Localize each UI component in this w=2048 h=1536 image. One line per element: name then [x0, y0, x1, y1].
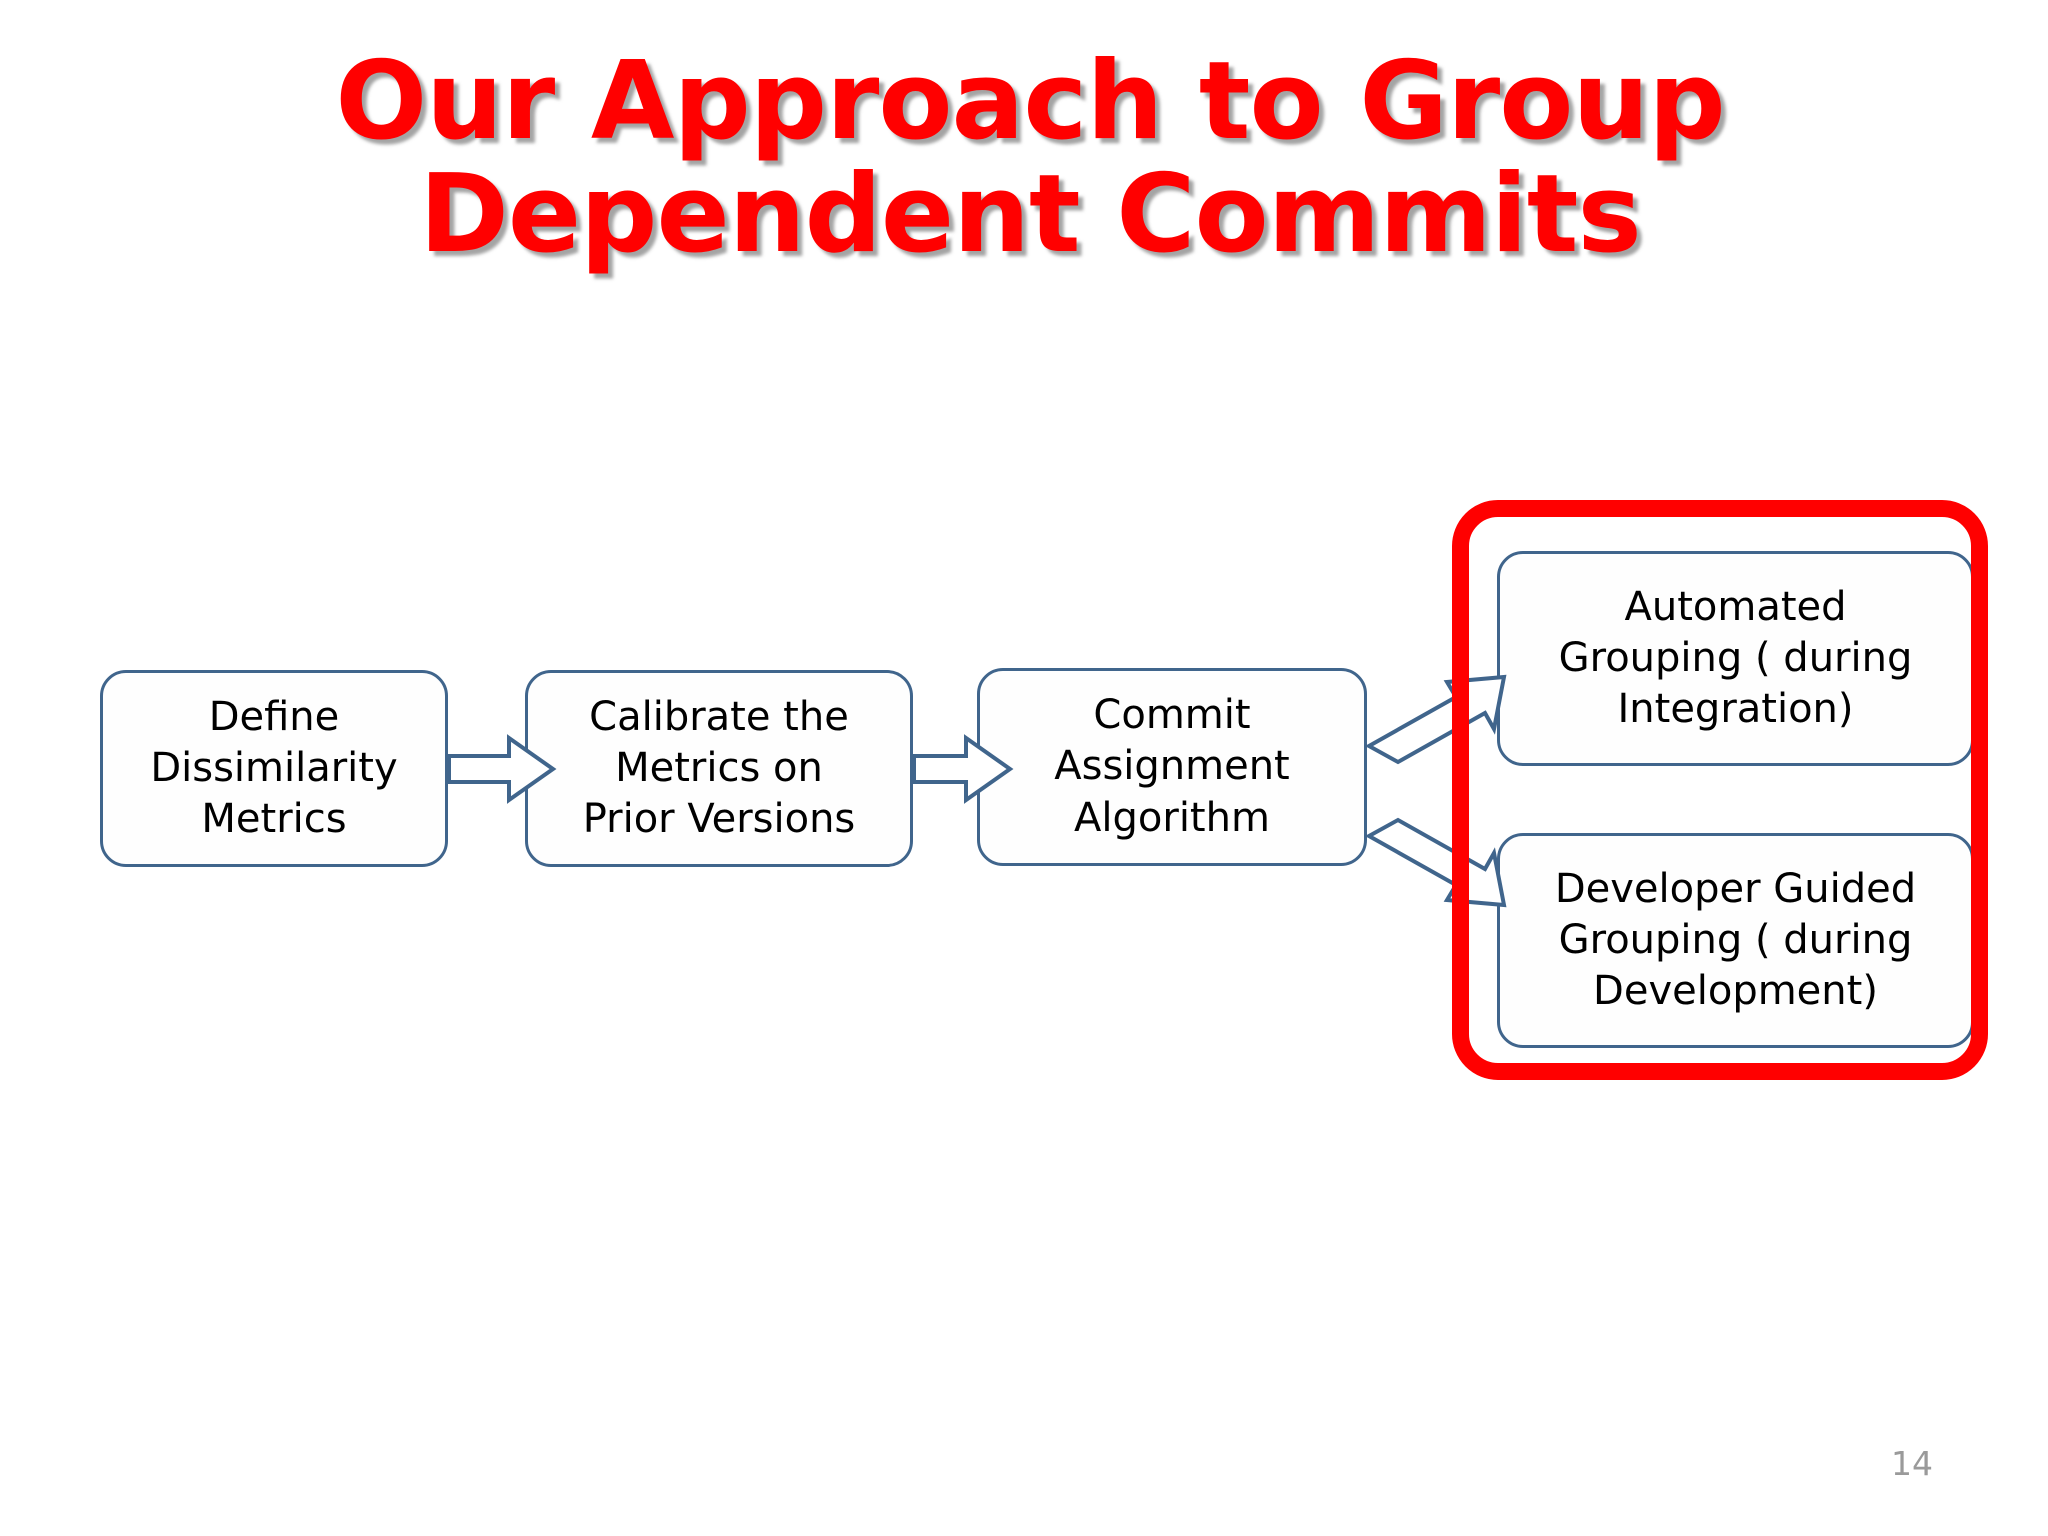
page-title: Our Approach to Group Dependent Commits: [335, 39, 1725, 278]
flow-node-commit-assignment-algorithm[interactable]: Commit Assignment Algorithm: [977, 668, 1367, 866]
flow-node-automated-grouping[interactable]: Automated Grouping ( during Integration): [1497, 551, 1974, 766]
flow-node-calibrate-metrics[interactable]: Calibrate the Metrics on Prior Versions: [525, 670, 913, 867]
arrow-commit-to-automated: [1364, 674, 1507, 765]
page-number: 14: [1891, 1444, 1933, 1483]
flow-node-define-dissimilarity-metrics[interactable]: Define Dissimilarity Metrics: [100, 670, 448, 867]
flow-node-developer-guided-grouping[interactable]: Developer Guided Grouping ( during Devel…: [1497, 833, 1974, 1048]
arrow-commit-to-developer: [1364, 817, 1507, 908]
